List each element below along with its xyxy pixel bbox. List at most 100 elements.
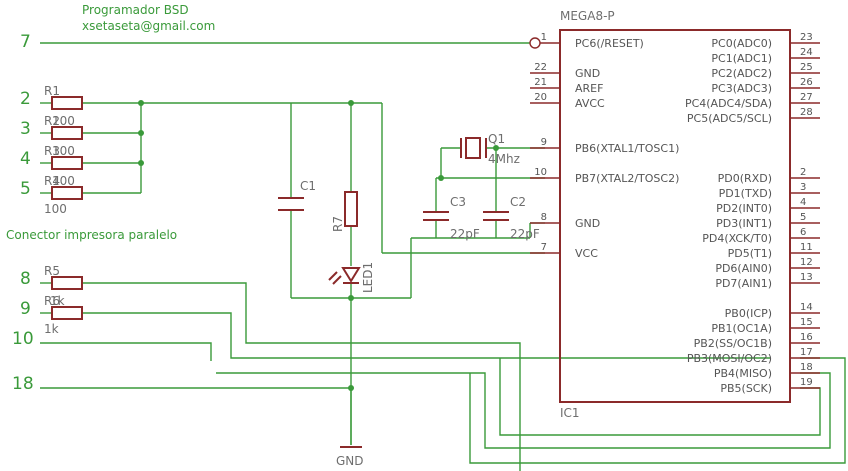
ic-pin-name: PD1(TXD) bbox=[719, 187, 772, 200]
led-arrow bbox=[332, 275, 342, 285]
ic-pin-number: 15 bbox=[800, 317, 813, 328]
label-r2: R2 bbox=[44, 114, 60, 128]
ic-pin-number: 25 bbox=[800, 62, 813, 73]
resistor-r2 bbox=[51, 126, 83, 140]
ic-pin-name: PC6(/RESET) bbox=[575, 37, 644, 50]
ic-pin-name: PC4(ADC4/SDA) bbox=[685, 97, 772, 110]
label-r7: R7 bbox=[331, 216, 345, 232]
value-r3: 100 bbox=[52, 144, 75, 158]
label-c1: C1 bbox=[300, 179, 316, 193]
ic-pin-number: 24 bbox=[800, 47, 813, 58]
resistor-r6 bbox=[51, 306, 83, 320]
label-c3: C3 bbox=[450, 195, 466, 209]
title-text: Programador BSD bbox=[82, 3, 189, 17]
ic-pin-number: 9 bbox=[541, 137, 547, 148]
ic-pin-number: 1 bbox=[541, 32, 547, 43]
conn-pin-8: 8 bbox=[20, 269, 31, 289]
value-q1: 4Mhz bbox=[488, 152, 520, 166]
conn-pin-7: 7 bbox=[20, 32, 31, 52]
ic-pin-number: 21 bbox=[534, 77, 547, 88]
ic-pin-number: 16 bbox=[800, 332, 813, 343]
crystal-q1 bbox=[460, 137, 487, 159]
ic-pin-name: PB6(XTAL1/TOSC1) bbox=[575, 142, 679, 155]
ic-pin-number: 17 bbox=[800, 347, 813, 358]
ic-pin-name: PC1(ADC1) bbox=[711, 52, 772, 65]
ic-pin-number: 26 bbox=[800, 77, 813, 88]
ic-pin-name: PD3(INT1) bbox=[716, 217, 772, 230]
value-r5: 1k bbox=[50, 294, 65, 308]
resistor-r3 bbox=[51, 156, 83, 170]
wire-pin10 bbox=[40, 342, 212, 361]
ic-pin-name: PD6(AIN0) bbox=[715, 262, 772, 275]
ic-pin-name: PD4(XCK/T0) bbox=[702, 232, 772, 245]
resistor-r7 bbox=[344, 191, 358, 227]
ic-pin-name: AVCC bbox=[575, 97, 605, 110]
ic-pin-name: VCC bbox=[575, 247, 598, 260]
ic-pin-name: PC5(ADC5/SCL) bbox=[687, 112, 772, 125]
label-led: LED1 bbox=[361, 262, 375, 293]
ic-pin-name: PD2(INT0) bbox=[716, 202, 772, 215]
wire-r6-net bbox=[82, 312, 770, 359]
ic-pin-number: 5 bbox=[800, 212, 806, 223]
value-r4: 100 bbox=[52, 174, 75, 188]
conn-pin-9: 9 bbox=[20, 299, 31, 319]
resistor-r1 bbox=[51, 96, 83, 110]
ic-pin-number: 2 bbox=[800, 167, 806, 178]
reset-inverter-bubble bbox=[529, 37, 541, 49]
junction-dot bbox=[348, 295, 354, 301]
conn-pin-18: 18 bbox=[12, 374, 34, 394]
ic-pin-name: PB0(ICP) bbox=[725, 307, 772, 320]
ic-pin-number: 3 bbox=[800, 182, 806, 193]
ic-pin-name: PD0(RXD) bbox=[718, 172, 772, 185]
conn-pin-3: 3 bbox=[20, 119, 31, 139]
junction-dot bbox=[138, 160, 144, 166]
ic-pin-name: PC0(ADC0) bbox=[711, 37, 772, 50]
ic-pin-name: AREF bbox=[575, 82, 603, 95]
ic-pin-name: PC2(ADC2) bbox=[711, 67, 772, 80]
wire-mosi bbox=[82, 282, 521, 471]
resistor-r5 bbox=[51, 276, 83, 290]
label-r4: R4 bbox=[44, 174, 60, 188]
ic-pin-number: 22 bbox=[534, 62, 547, 73]
wire-sck bbox=[499, 358, 821, 436]
value-r4-below: 100 bbox=[44, 202, 67, 216]
ic-pin-number: 18 bbox=[800, 362, 813, 373]
ic-pin-name: GND bbox=[575, 217, 600, 230]
ic-pin-number: 28 bbox=[800, 107, 813, 118]
ic-pin-number: 10 bbox=[534, 167, 547, 178]
junction-dot bbox=[138, 100, 144, 106]
label-c2: C2 bbox=[510, 195, 526, 209]
label-q1: Q1 bbox=[488, 132, 505, 146]
label-r5: R5 bbox=[44, 264, 60, 278]
value-r2: 100 bbox=[52, 114, 75, 128]
value-c2: 22pF bbox=[510, 227, 540, 241]
crystal-body bbox=[465, 137, 481, 159]
ic-pin-number: 7 bbox=[541, 242, 547, 253]
led1 bbox=[328, 267, 361, 285]
ic-pin-name: PB5(SCK) bbox=[720, 382, 772, 395]
led-arrow bbox=[328, 271, 338, 281]
resistor-r4 bbox=[51, 186, 83, 200]
led-triangle bbox=[341, 267, 361, 283]
ic-pin-name: PB1(OC1A) bbox=[711, 322, 772, 335]
ic-pin-name: GND bbox=[575, 67, 600, 80]
ic-pin-number: 8 bbox=[541, 212, 547, 223]
ic-pin-number: 6 bbox=[800, 227, 806, 238]
wire-b3 bbox=[469, 357, 846, 464]
resistors bbox=[51, 96, 358, 320]
junction-dot bbox=[438, 175, 444, 181]
ic-pin-name: PD7(AIN1) bbox=[715, 277, 772, 290]
junctions bbox=[138, 100, 499, 391]
value-r6: 1k bbox=[44, 322, 59, 336]
ic-pin-number: 20 bbox=[534, 92, 547, 103]
label-r1: R1 bbox=[44, 84, 60, 98]
ic-pin-number: 12 bbox=[800, 257, 813, 268]
ic-pin-name: PB4(MISO) bbox=[714, 367, 772, 380]
conn-pin-10: 10 bbox=[12, 329, 34, 349]
capacitors bbox=[278, 197, 509, 221]
conn-pin-4: 4 bbox=[20, 149, 31, 169]
